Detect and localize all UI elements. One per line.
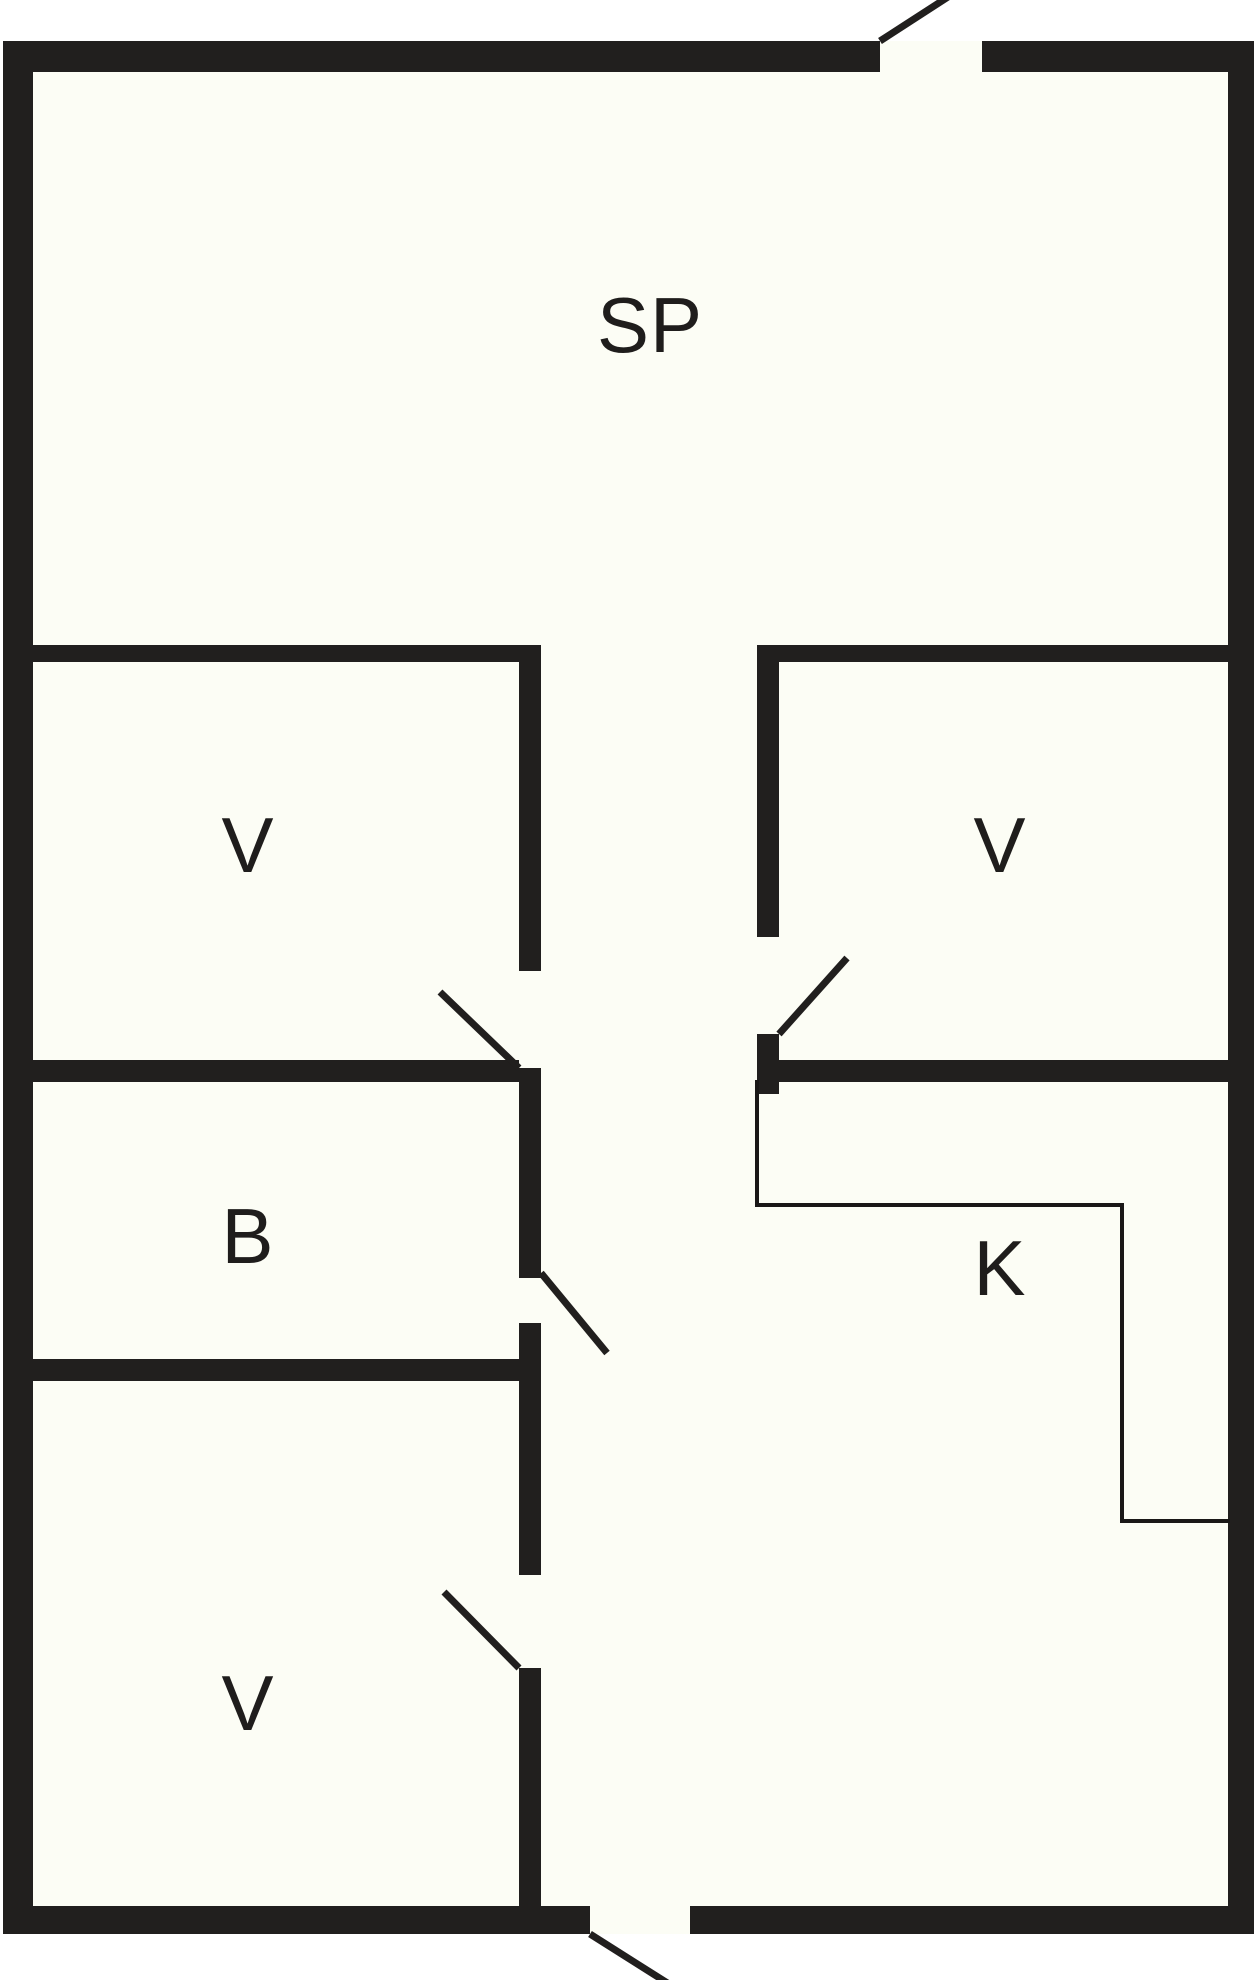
room-floor-hall [520, 647, 757, 1906]
room-floor-v-right [779, 660, 1228, 1070]
room-label-v-top-left: V [221, 801, 274, 889]
outer-wall-left [3, 41, 33, 1934]
wall-hall-right-upper [757, 645, 779, 937]
room-floor-v-bottom-left [33, 1371, 520, 1906]
door-bathroom-swing-line [538, 1270, 610, 1356]
outer-wall-top-left-segment [3, 41, 880, 72]
room-floor-sp [33, 72, 1228, 647]
wall-hall-left-lower-b [519, 1323, 541, 1575]
room-floor-k [757, 1082, 1228, 1906]
wall-hall-left-upper [519, 645, 541, 971]
wall-b-to-v-bottom [21, 1359, 541, 1381]
door-swing-lines-group [437, 0, 950, 1980]
room-label-k: K [973, 1224, 1026, 1312]
room-label-v-right: V [973, 801, 1026, 889]
room-floors-group [33, 72, 1228, 1906]
door-bedroom-top-left-opening[interactable] [519, 971, 541, 1068]
outer-walls-group [3, 41, 1254, 1934]
door-entry-bottom-opening[interactable] [590, 1906, 690, 1934]
door-bedroom-bottom-left-opening[interactable] [519, 1575, 541, 1668]
door-bedroom-right-opening[interactable] [757, 937, 779, 1034]
door-bedroom-right-swing-line [776, 955, 850, 1037]
wall-v-right-to-k [757, 1060, 1237, 1082]
door-openings-group [519, 41, 982, 1934]
room-floor-b [33, 1082, 520, 1359]
door-bedroom-bottom-left-swing-line [441, 1589, 522, 1671]
room-floor-v-top-left [33, 660, 520, 1070]
door-entry-top-swing-line [878, 0, 950, 44]
wall-sp-to-right-room [757, 645, 1237, 662]
room-label-b: B [221, 1192, 274, 1280]
wall-hall-left-bottom [519, 1668, 541, 1916]
outer-wall-bottom-left-segment [3, 1906, 590, 1934]
room-label-v-bottom-left: V [221, 1659, 274, 1747]
wall-hall-left-lower-a [519, 1068, 541, 1278]
outer-wall-top-right-segment [982, 41, 1254, 72]
door-bathroom-opening[interactable] [519, 1278, 541, 1323]
door-entry-top-opening[interactable] [880, 41, 982, 72]
wall-v-left-to-b [21, 1060, 541, 1082]
door-entry-bottom-swing-line [588, 1931, 670, 1980]
inner-walls-group [21, 645, 1237, 1916]
door-bedroom-top-left-swing-line [437, 989, 522, 1071]
outer-wall-right [1228, 41, 1254, 1934]
room-labels-group: SP V B V V K [221, 281, 1026, 1747]
outer-wall-bottom-right-segment [690, 1906, 1254, 1934]
kitchen-counter-outline-group [755, 1080, 1230, 1523]
room-label-sp: SP [597, 281, 703, 369]
wall-sp-to-left-rooms [21, 645, 541, 662]
